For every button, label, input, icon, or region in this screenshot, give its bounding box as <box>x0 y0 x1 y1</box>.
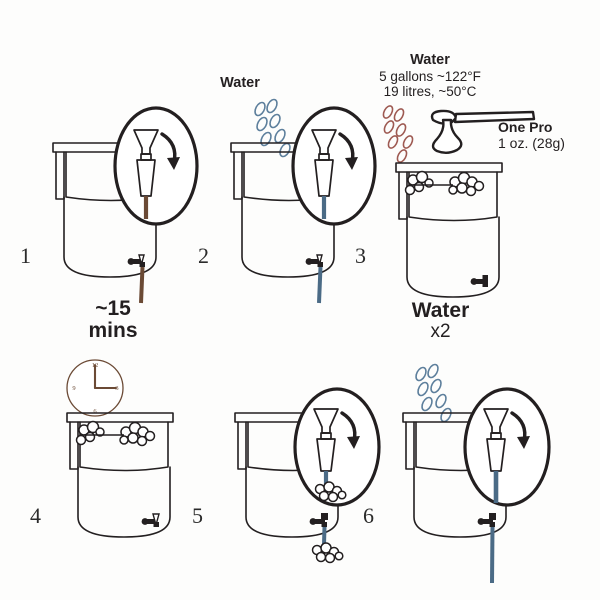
step-3-illustration <box>383 155 543 325</box>
water-text: Water <box>410 52 450 68</box>
step-1-callout <box>110 104 202 228</box>
bucket-collar <box>79 421 169 472</box>
grain-icon <box>382 105 414 163</box>
scoop-handle <box>453 110 536 124</box>
bucket-handle <box>398 171 408 220</box>
callout-ellipse <box>463 387 551 507</box>
rotate-arrow-icon <box>160 132 180 170</box>
valve-cone <box>316 438 336 472</box>
rotate-arrow-icon <box>340 411 360 449</box>
step-number-6: 6 <box>363 503 374 528</box>
wait-label: ~15 mins <box>58 297 168 343</box>
bucket-lid <box>395 162 503 173</box>
water-gallons-text: 5 gallons ~122°F <box>379 68 481 84</box>
bucket-collar <box>408 171 498 222</box>
water-text: Water <box>220 75 260 91</box>
spigot <box>477 513 496 527</box>
outflow-tube <box>139 266 145 304</box>
scoop-amount-text: 1 oz. (28g) <box>498 134 565 151</box>
bucket-handle <box>237 421 247 470</box>
bucket-body <box>413 466 507 538</box>
rinse-count-text: x2 <box>430 321 451 343</box>
discharge-bubbles <box>311 542 344 564</box>
step-6-water-droplets <box>413 363 461 427</box>
step-number-2: 2 <box>198 243 209 268</box>
wait-time-text: ~15 <box>95 297 131 320</box>
rinse-water-text: Water <box>411 299 470 322</box>
foam-bubbles <box>75 420 156 447</box>
rotate-arrow-icon <box>510 411 530 449</box>
wait-unit-text: mins <box>88 319 138 343</box>
scoop-name-text: One Pro <box>498 119 553 135</box>
spigot <box>305 254 323 267</box>
bucket-body <box>63 196 157 278</box>
spigot <box>127 254 145 267</box>
spigot <box>141 513 160 527</box>
scoop-label: One Pro 1 oz. (28g) <box>498 119 598 152</box>
clock-marker-3: 3 <box>115 385 118 392</box>
discharge-bubbles <box>314 481 347 503</box>
step-3-water-label: Water 5 gallons ~122°F 19 litres, ~50°C <box>330 52 530 99</box>
clock-hands <box>93 363 118 390</box>
outflow-tube <box>322 526 327 546</box>
clock-marker-9: 9 <box>72 385 75 392</box>
water-litres-text: 19 litres, ~50°C <box>383 83 477 99</box>
callout-ellipse <box>113 106 199 226</box>
scoop-powder <box>431 118 463 154</box>
bucket-body <box>77 466 171 538</box>
step-number-5: 5 <box>192 503 203 528</box>
step-4-illustration <box>54 405 214 565</box>
valve-cone <box>136 159 156 197</box>
step-2-water-label: Water <box>185 75 295 92</box>
step-2-callout <box>288 104 380 228</box>
bucket-body <box>241 196 335 278</box>
clock-marker-6: 6 <box>93 408 97 415</box>
clock-illustration: 12 3 6 9 <box>64 357 126 419</box>
step-6-callout <box>460 385 555 513</box>
valve-cone <box>314 159 334 197</box>
spigot <box>309 513 328 527</box>
bucket-handle <box>69 421 79 470</box>
spigot <box>470 275 488 287</box>
rotate-arrow-icon <box>338 132 358 170</box>
bucket-handle <box>55 151 65 200</box>
step-number-4: 4 <box>30 503 41 528</box>
rinse-label: Water x2 <box>378 299 503 343</box>
callout-ellipse <box>291 106 377 226</box>
valve-cone <box>486 438 506 472</box>
outflow-tube <box>317 266 323 304</box>
bucket-body <box>245 466 339 538</box>
step-number-1: 1 <box>20 243 31 268</box>
step-5-callout <box>290 385 385 513</box>
step-3-grain-particles <box>380 104 426 166</box>
outflow-tube <box>490 526 495 584</box>
bucket-handle <box>233 151 243 200</box>
droplet-icon <box>415 363 452 423</box>
bucket-handle <box>405 421 415 470</box>
bucket-lid <box>66 412 174 423</box>
callout-ellipse <box>293 387 381 507</box>
foam-bubbles <box>404 170 485 197</box>
scoop-illustration <box>425 108 540 158</box>
bucket-body <box>406 216 500 298</box>
step-number-3: 3 <box>355 243 366 268</box>
